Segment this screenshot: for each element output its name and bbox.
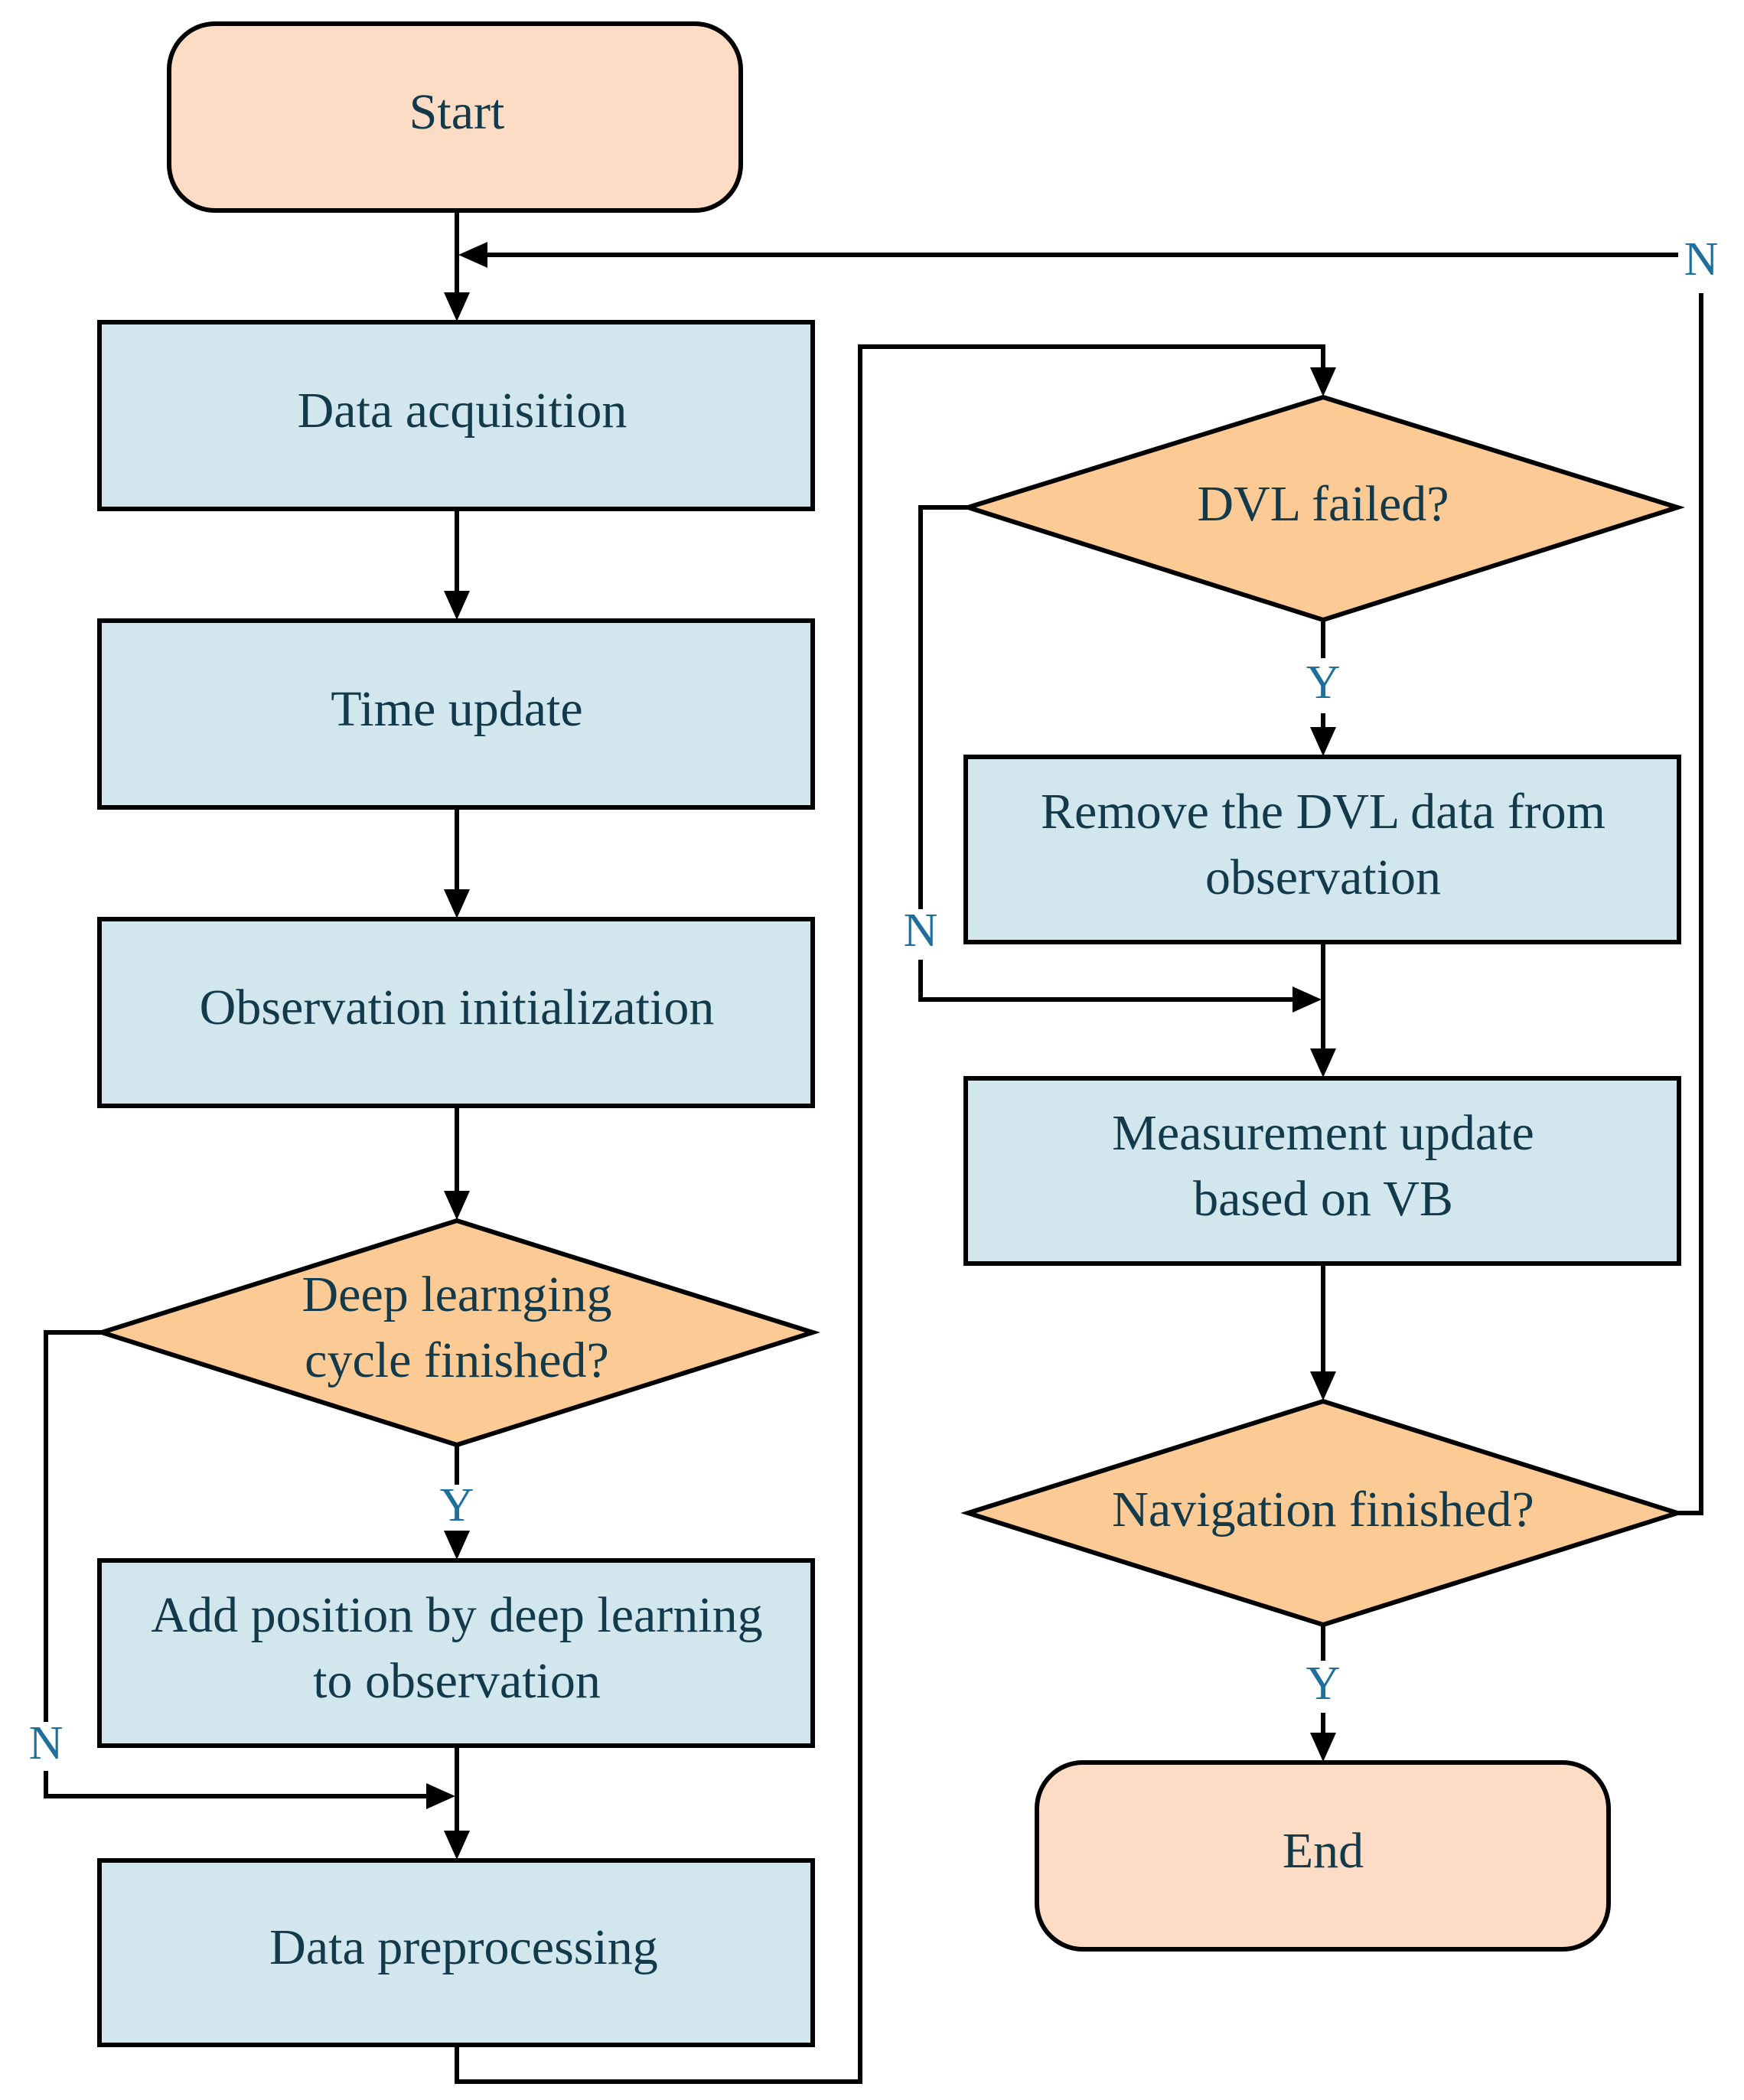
- node-time-update-label: Time update: [331, 681, 582, 737]
- node-nav-decision-label: Navigation finished?: [1112, 1482, 1534, 1538]
- node-dl-decision: Deep learnging cycle finished?: [94, 1218, 820, 1448]
- node-observation-init-label: Observation initialization: [200, 980, 715, 1035]
- node-label-line: Data acquisition: [298, 383, 628, 439]
- edge-label-dvl-no: N: [904, 905, 938, 957]
- edge-dl-no-lower: [44, 1771, 432, 1798]
- node-dvl-decision: DVL failed?: [960, 394, 1686, 623]
- edge-dvl-no: [918, 505, 968, 909]
- arrowhead: [444, 1531, 470, 1560]
- node-label-line: Observation initialization: [200, 980, 715, 1035]
- node-label-line: Add position by deep learning: [151, 1587, 762, 1643]
- node-label-line: observation: [1205, 849, 1441, 905]
- node-measurement-update: Measurement update based on VB: [963, 1076, 1681, 1266]
- arrowhead: [1310, 727, 1336, 756]
- arrowhead: [426, 1783, 455, 1809]
- edge-label-dvl-yes: Y: [1306, 657, 1341, 709]
- arrowhead: [1310, 1371, 1336, 1401]
- edge-preprocessing-to-dvl-decision: [455, 344, 1325, 2084]
- node-label-line: Remove the DVL data from: [1041, 784, 1605, 840]
- arrowhead: [1293, 986, 1322, 1012]
- node-observation-init: Observation initialization: [97, 917, 815, 1108]
- node-remove-dvl: Remove the DVL data from observation: [963, 755, 1681, 944]
- node-remove-dvl-label: Remove the DVL data from observation: [1041, 784, 1605, 905]
- node-label-line: Navigation finished?: [1112, 1482, 1534, 1538]
- node-data-preprocessing: Data preprocessing: [97, 1858, 815, 2047]
- node-label-line: Start: [409, 84, 505, 140]
- node-label-line: Measurement update: [1112, 1105, 1534, 1161]
- arrowhead: [444, 1831, 470, 1860]
- node-label-line: Data preprocessing: [269, 1919, 658, 1975]
- node-dl-decision-label: Deep learnging cycle finished?: [302, 1267, 612, 1388]
- arrowhead: [1310, 1048, 1336, 1078]
- edge-label-nav-no: N: [1684, 233, 1719, 285]
- node-label-line: cycle finished?: [305, 1332, 609, 1388]
- node-time-update: Time update: [97, 618, 815, 810]
- edge-label-dl-yes: Y: [440, 1479, 474, 1531]
- arrowhead: [1310, 367, 1336, 396]
- node-measurement-update-label: Measurement update based on VB: [1112, 1105, 1534, 1227]
- node-label-line: Time update: [331, 681, 582, 737]
- edge-nav-no: [1678, 293, 1703, 1515]
- arrowhead: [1310, 1733, 1336, 1762]
- edge-dvl-no-lower: [918, 960, 1299, 1002]
- node-label-line: Deep learnging: [302, 1267, 612, 1322]
- node-data-acquisition-label: Data acquisition: [298, 383, 628, 439]
- node-start: Start: [167, 21, 743, 213]
- arrowhead: [444, 591, 470, 620]
- node-data-acquisition: Data acquisition: [97, 320, 815, 511]
- node-label-line: to observation: [313, 1653, 601, 1709]
- arrowhead: [444, 889, 470, 918]
- node-add-position: Add position by deep learning to observat…: [97, 1558, 815, 1748]
- arrowhead: [458, 242, 487, 268]
- node-end-label: End: [1283, 1823, 1364, 1879]
- node-add-position-label: Add position by deep learning to observat…: [151, 1587, 762, 1709]
- node-nav-decision: Navigation finished?: [960, 1398, 1685, 1628]
- node-start-label: Start: [409, 84, 505, 140]
- node-end: End: [1035, 1760, 1611, 1952]
- node-dvl-decision-label: DVL failed?: [1197, 476, 1449, 532]
- node-label-line: DVL failed?: [1197, 476, 1449, 532]
- arrowhead: [444, 1191, 470, 1220]
- arrowhead: [444, 292, 470, 321]
- edge-dl-no: [44, 1330, 102, 1722]
- edge-label-dl-no: N: [29, 1717, 64, 1769]
- node-label-line: End: [1283, 1823, 1364, 1879]
- node-label-line: based on VB: [1193, 1171, 1453, 1227]
- node-data-preprocessing-label: Data preprocessing: [269, 1919, 658, 1975]
- edge-label-nav-yes: Y: [1306, 1658, 1341, 1710]
